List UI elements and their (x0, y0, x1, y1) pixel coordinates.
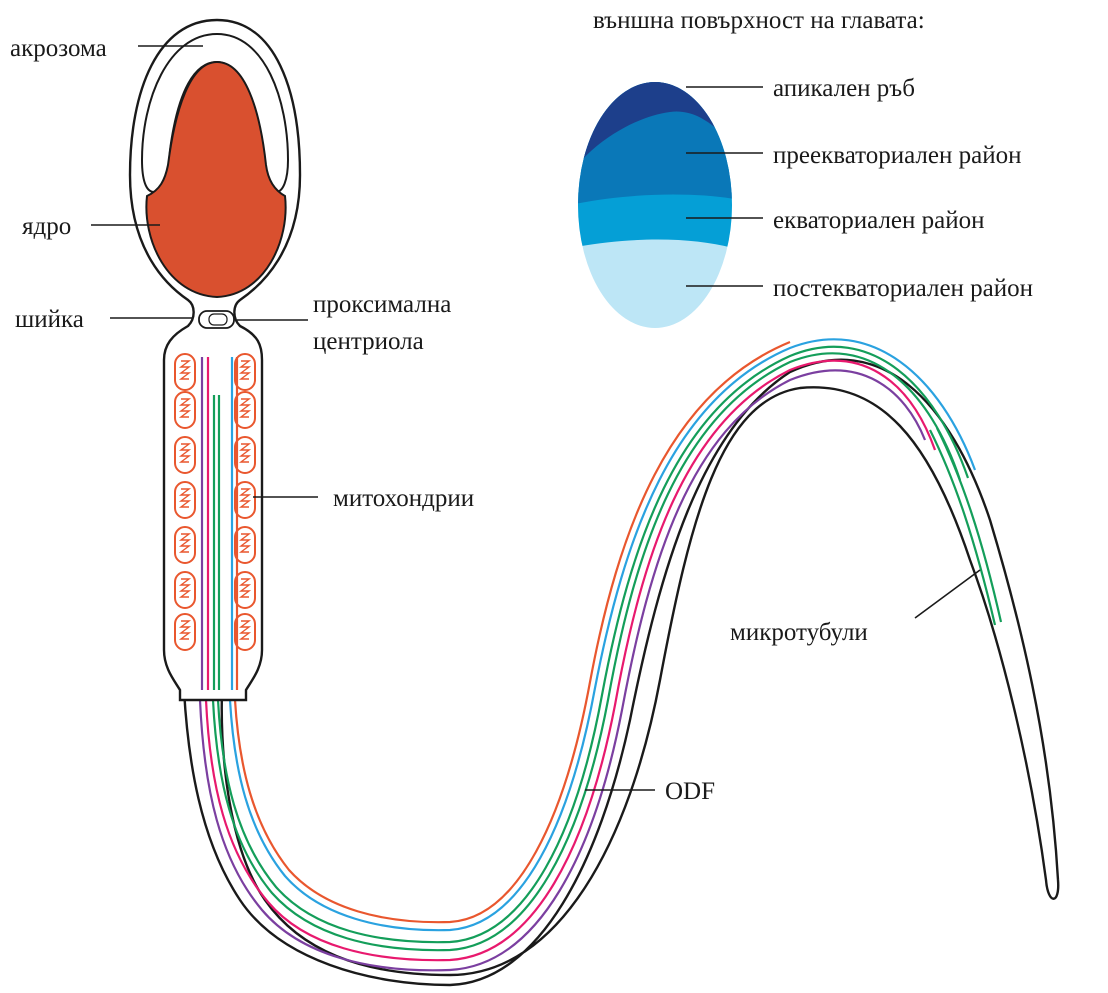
label-neck: шийка (15, 306, 84, 333)
leader-microtubules (915, 570, 980, 618)
label-acrosome: акрозома (10, 35, 107, 62)
label-odf: ODF (665, 778, 715, 805)
label-preequatorial: преекваториален район (773, 142, 1022, 169)
label-postequatorial: постекваториален район (773, 275, 1033, 302)
label-mitochondria: митохондрии (333, 485, 474, 512)
midpiece-axoneme (202, 357, 237, 690)
strand-purple (199, 360, 925, 970)
mitochondrion (175, 392, 195, 428)
label-apical-ridge: апикален ръб (773, 75, 915, 102)
head-surface-inset: външна повърхност на главата: апикален р… (570, 7, 1033, 340)
mitochondrion (175, 572, 195, 608)
mitochondrion (175, 354, 195, 390)
sperm-body (130, 20, 300, 700)
mitochondrion (175, 437, 195, 473)
mitochondrion (175, 482, 195, 518)
label-microtubules: микротубули (730, 619, 868, 646)
label-proximal-centriole-1: проксимална (313, 291, 451, 318)
mitochondrion (175, 527, 195, 563)
label-equatorial: екваториален район (773, 207, 985, 234)
head-surface-title: външна повърхност на главата: (593, 7, 925, 34)
label-proximal-centriole-2: центриола (313, 328, 424, 355)
mitochondria-left (175, 354, 195, 650)
tail (184, 339, 1058, 985)
mitochondrion (175, 614, 195, 650)
label-nucleus: ядро (22, 213, 71, 240)
head-surface-oval (570, 80, 740, 340)
